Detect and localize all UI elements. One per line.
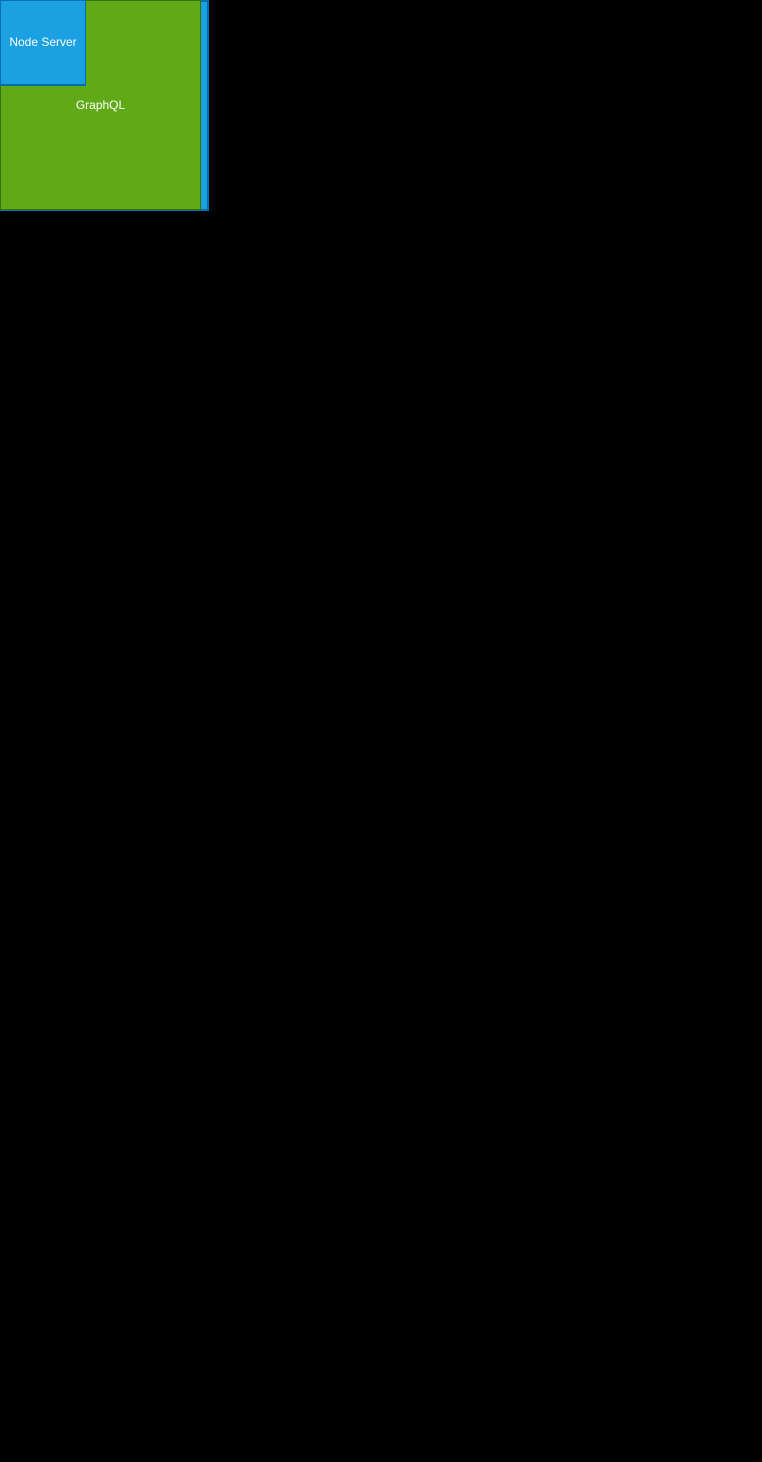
stage4-node-server-bottom-node: Node Server (0, 0, 86, 85)
